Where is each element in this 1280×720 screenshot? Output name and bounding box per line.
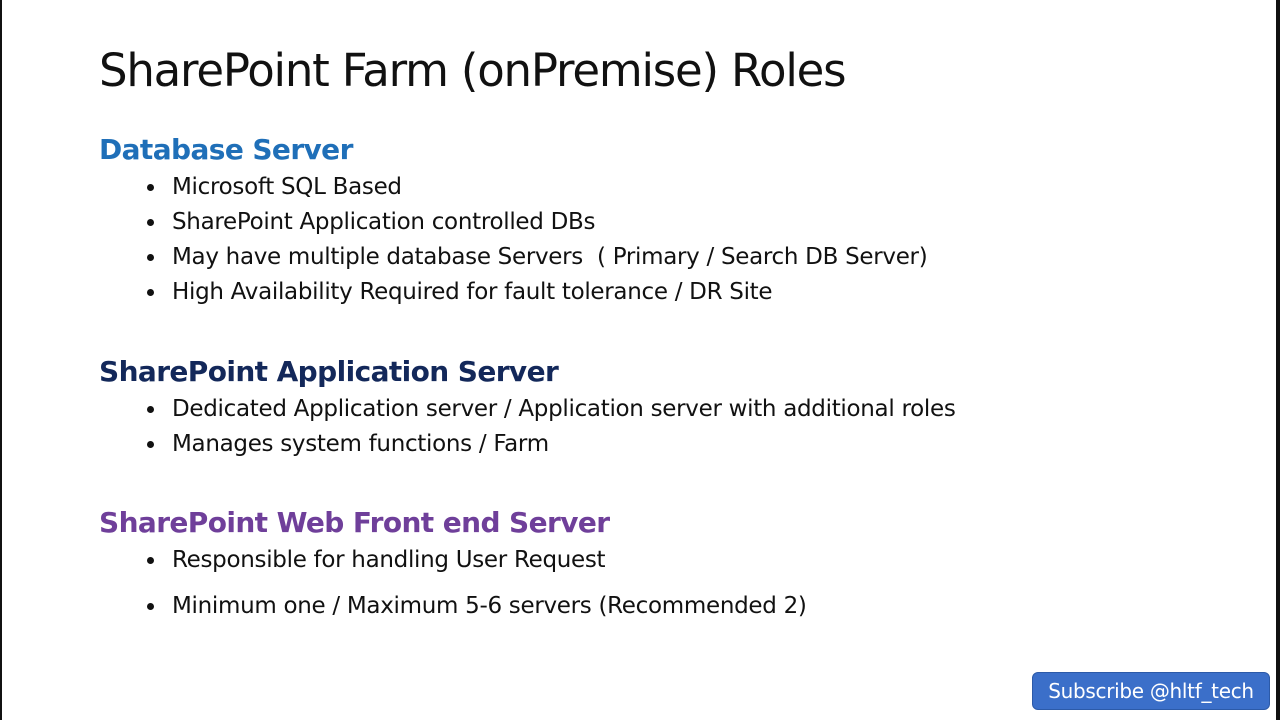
- bullet-text: SharePoint Application controlled DBs: [172, 209, 596, 235]
- section-web-front-end-server: SharePoint Web Front end Server Responsi…: [99, 506, 807, 624]
- bullet-item: Manages system functions / Farm: [99, 427, 956, 462]
- bullet-text: May have multiple database Servers ( Pri…: [172, 244, 928, 270]
- section-database-server: Database Server Microsoft SQL Based Shar…: [99, 133, 928, 310]
- bullet-item: SharePoint Application controlled DBs: [99, 205, 927, 240]
- slide-title: SharePoint Farm (onPremise) Roles: [99, 44, 847, 97]
- bullet-text: Microsoft SQL Based: [172, 174, 402, 200]
- bullet-icon: [147, 219, 154, 226]
- bullet-text: Minimum one / Maximum 5-6 servers (Recom…: [172, 593, 807, 619]
- section-heading-database-server: Database Server: [99, 133, 353, 166]
- bullet-item: Responsible for handling User Request: [99, 543, 807, 578]
- bullet-list: Microsoft SQL Based SharePoint Applicati…: [99, 170, 928, 310]
- bullet-icon: [147, 289, 154, 296]
- bullet-text: Dedicated Application server / Applicati…: [172, 396, 956, 422]
- bullet-text: High Availability Required for fault tol…: [172, 279, 773, 305]
- bullet-item: Minimum one / Maximum 5-6 servers (Recom…: [99, 589, 807, 624]
- bullet-list: Responsible for handling User Request Mi…: [99, 543, 807, 624]
- bullet-item: May have multiple database Servers ( Pri…: [99, 240, 928, 275]
- bullet-text: Responsible for handling User Request: [172, 547, 606, 573]
- bullet-icon: [147, 557, 154, 564]
- section-application-server: SharePoint Application Server Dedicated …: [99, 355, 956, 462]
- bullet-icon: [147, 603, 154, 610]
- bullet-icon: [147, 254, 154, 261]
- bullet-item: Dedicated Application server / Applicati…: [99, 392, 956, 427]
- bullet-text: Manages system functions / Farm: [172, 431, 549, 457]
- bullet-item: High Availability Required for fault tol…: [99, 275, 927, 310]
- bullet-list: Dedicated Application server / Applicati…: [99, 392, 956, 462]
- bullet-item: Microsoft SQL Based: [99, 170, 927, 205]
- section-heading-application-server: SharePoint Application Server: [99, 355, 559, 388]
- bullet-icon: [147, 184, 154, 191]
- subscribe-button[interactable]: Subscribe @hltf_tech: [1032, 672, 1270, 710]
- bullet-icon: [147, 406, 154, 413]
- bullet-icon: [147, 441, 154, 448]
- section-heading-web-front-end-server: SharePoint Web Front end Server: [99, 506, 610, 539]
